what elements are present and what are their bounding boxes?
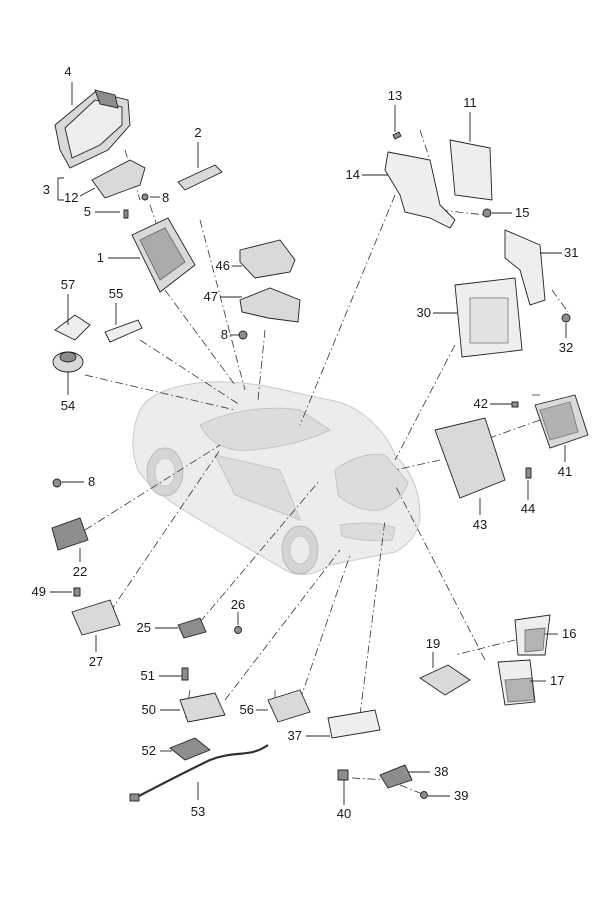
part-31-bracket bbox=[504, 229, 546, 306]
callout-1: 1 bbox=[97, 250, 104, 265]
part-47-bracket bbox=[239, 287, 301, 323]
part-53-cable bbox=[129, 744, 269, 802]
part-8-nut-a bbox=[238, 330, 248, 340]
callout-55: 55 bbox=[109, 286, 123, 301]
part-57-bracket bbox=[54, 314, 91, 341]
callout-46: 46 bbox=[216, 258, 230, 273]
part-17-module bbox=[497, 659, 536, 706]
callout-8c: 8 bbox=[88, 474, 95, 489]
part-38-sensor bbox=[379, 764, 413, 789]
callout-labels: 1 2 3 4 5 8 12 13 11 14 15 31 30 32 46 4… bbox=[32, 64, 579, 821]
part-46-module bbox=[239, 239, 296, 279]
callout-41: 41 bbox=[558, 464, 572, 479]
callout-26: 26 bbox=[231, 597, 245, 612]
part-44-screw bbox=[525, 467, 532, 479]
callout-39: 39 bbox=[454, 788, 468, 803]
callout-38: 38 bbox=[434, 764, 448, 779]
callout-42: 42 bbox=[474, 396, 488, 411]
callout-22: 22 bbox=[73, 564, 87, 579]
callout-49: 49 bbox=[32, 584, 46, 599]
part-42-screw bbox=[511, 401, 519, 408]
callout-56: 56 bbox=[240, 702, 254, 717]
part-2-bar bbox=[177, 164, 223, 191]
part-43-module bbox=[434, 417, 506, 499]
leader-lines bbox=[50, 82, 567, 805]
part-8-nut-b bbox=[52, 478, 62, 488]
part-30-module bbox=[454, 277, 523, 358]
part-32-nut bbox=[561, 313, 571, 323]
callout-16: 16 bbox=[562, 626, 576, 641]
callout-53: 53 bbox=[191, 804, 205, 819]
callout-30: 30 bbox=[417, 305, 431, 320]
callout-50: 50 bbox=[142, 702, 156, 717]
callout-11: 11 bbox=[463, 95, 477, 110]
callout-51: 51 bbox=[141, 668, 155, 683]
callout-15: 15 bbox=[515, 205, 529, 220]
callout-8a: 8 bbox=[162, 190, 169, 205]
part-39-nut bbox=[420, 791, 428, 799]
reference-lines bbox=[84, 129, 569, 796]
callout-31: 31 bbox=[564, 245, 578, 260]
part-16-module bbox=[514, 614, 551, 656]
part-51-screw bbox=[181, 667, 189, 681]
callout-54: 54 bbox=[61, 398, 75, 413]
callout-44: 44 bbox=[521, 501, 535, 516]
part-49-screw bbox=[73, 587, 81, 597]
part-4-housing bbox=[54, 89, 131, 169]
part-54-sensor bbox=[52, 351, 84, 373]
callout-14: 14 bbox=[346, 167, 360, 182]
part-19-module bbox=[419, 664, 471, 696]
callout-3: 3 bbox=[43, 182, 50, 197]
part-56-module bbox=[267, 689, 311, 723]
part-50-module bbox=[179, 692, 226, 723]
part-26-nut bbox=[234, 626, 242, 634]
callout-43: 43 bbox=[473, 517, 487, 532]
part-40-clip bbox=[337, 769, 349, 781]
part-52-bracket bbox=[169, 737, 211, 761]
callout-2: 2 bbox=[194, 125, 201, 140]
vehicle-illustration bbox=[132, 381, 421, 576]
part-15-nut bbox=[482, 208, 492, 218]
part-12-bracket bbox=[91, 159, 149, 201]
part-55-strip bbox=[104, 319, 143, 343]
callout-17: 17 bbox=[550, 673, 564, 688]
callout-12: 12 bbox=[64, 190, 78, 205]
callout-13: 13 bbox=[388, 88, 402, 103]
part-37-module bbox=[327, 709, 381, 739]
callout-8b: 8 bbox=[221, 327, 228, 342]
part-27-module bbox=[71, 599, 121, 636]
part-14-bracket bbox=[384, 151, 456, 229]
callout-57: 57 bbox=[61, 277, 75, 292]
part-41-module bbox=[534, 394, 589, 449]
callout-5: 5 bbox=[84, 204, 91, 219]
callout-4: 4 bbox=[64, 64, 71, 79]
part-22-module bbox=[51, 517, 89, 551]
callout-27: 27 bbox=[89, 654, 103, 669]
callout-25: 25 bbox=[137, 620, 151, 635]
part-11-module bbox=[449, 139, 493, 201]
callout-32: 32 bbox=[559, 340, 573, 355]
part-13-screw bbox=[392, 131, 402, 140]
callout-19: 19 bbox=[426, 636, 440, 651]
callout-37: 37 bbox=[288, 728, 302, 743]
part-25-sensor bbox=[177, 617, 207, 639]
callout-40: 40 bbox=[337, 806, 351, 821]
part-1-module bbox=[131, 217, 196, 293]
callout-52: 52 bbox=[142, 743, 156, 758]
callout-47: 47 bbox=[204, 289, 218, 304]
part-5-screw bbox=[123, 209, 129, 219]
